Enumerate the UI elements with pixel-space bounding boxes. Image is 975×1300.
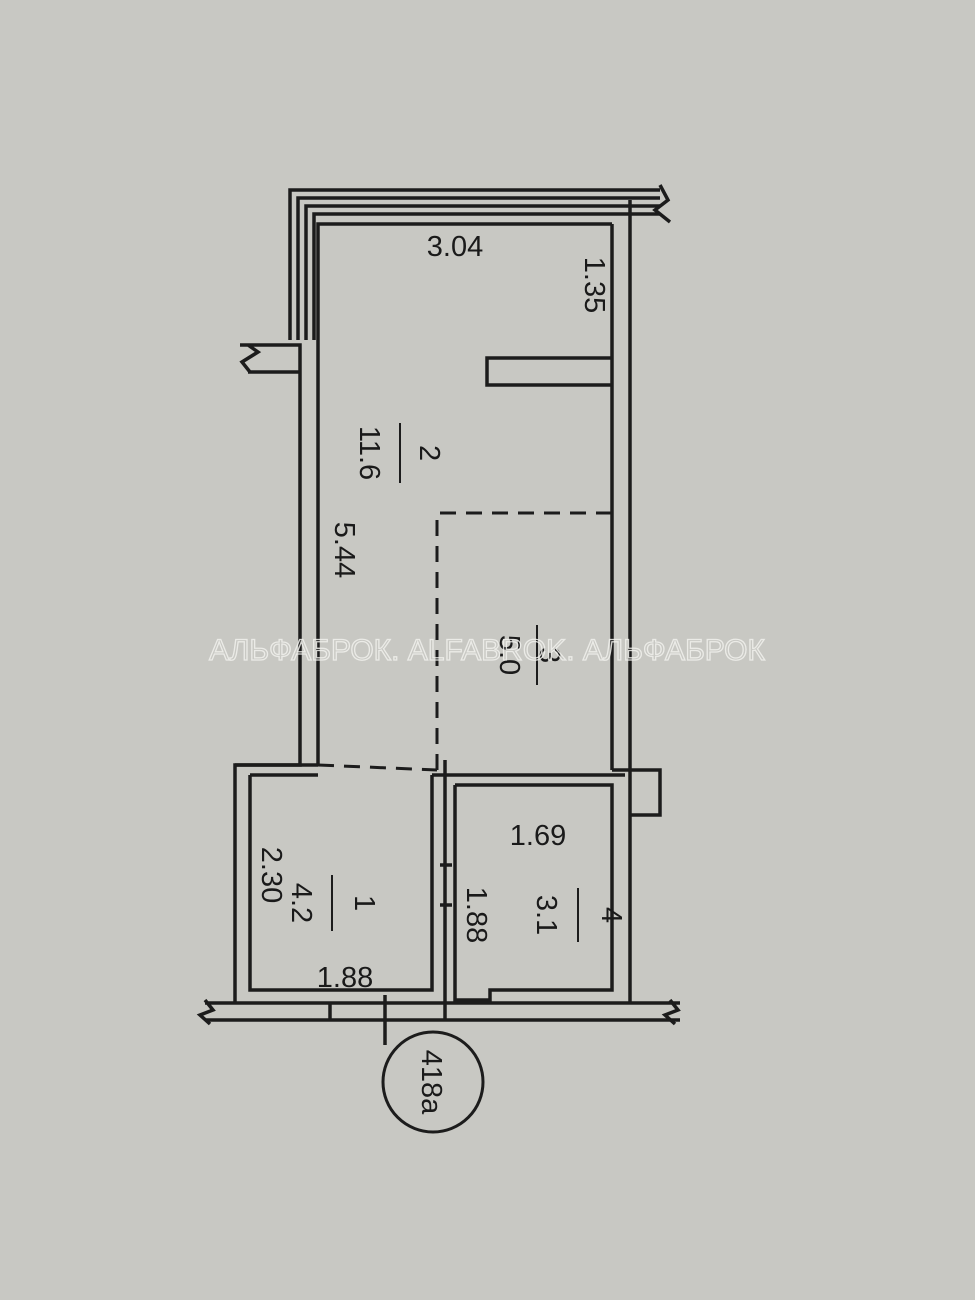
room-4-area: 3.1: [530, 895, 562, 935]
room-2-width: 3.04: [427, 231, 483, 263]
room-2-area: 11.6: [353, 426, 385, 480]
apartment-number: 418a: [415, 1050, 447, 1115]
room-1-width: 1.88: [317, 962, 373, 994]
room-4-depth: 1.88: [460, 887, 492, 943]
room-4-number: 4: [595, 907, 627, 923]
room-2-number: 2: [413, 445, 445, 461]
apartment-number-circle: [381, 1030, 485, 1134]
watermark: АЛЬФАБРОК. ALFABROK. АЛЬФАБРОК: [209, 634, 765, 667]
room-1-depth: 2.30: [255, 847, 287, 903]
room-3-area: 5.0: [493, 635, 525, 675]
room-3-number: 3: [533, 647, 565, 663]
walls: [196, 184, 681, 1045]
room-2-depth: 1.35: [578, 257, 610, 313]
room-1-number: 1: [348, 895, 380, 911]
room-4-width: 1.69: [510, 820, 566, 852]
dashed-zone-room-3: [317, 511, 612, 772]
room-2-length: 5.44: [328, 522, 360, 578]
room-1-area: 4.2: [285, 883, 317, 923]
